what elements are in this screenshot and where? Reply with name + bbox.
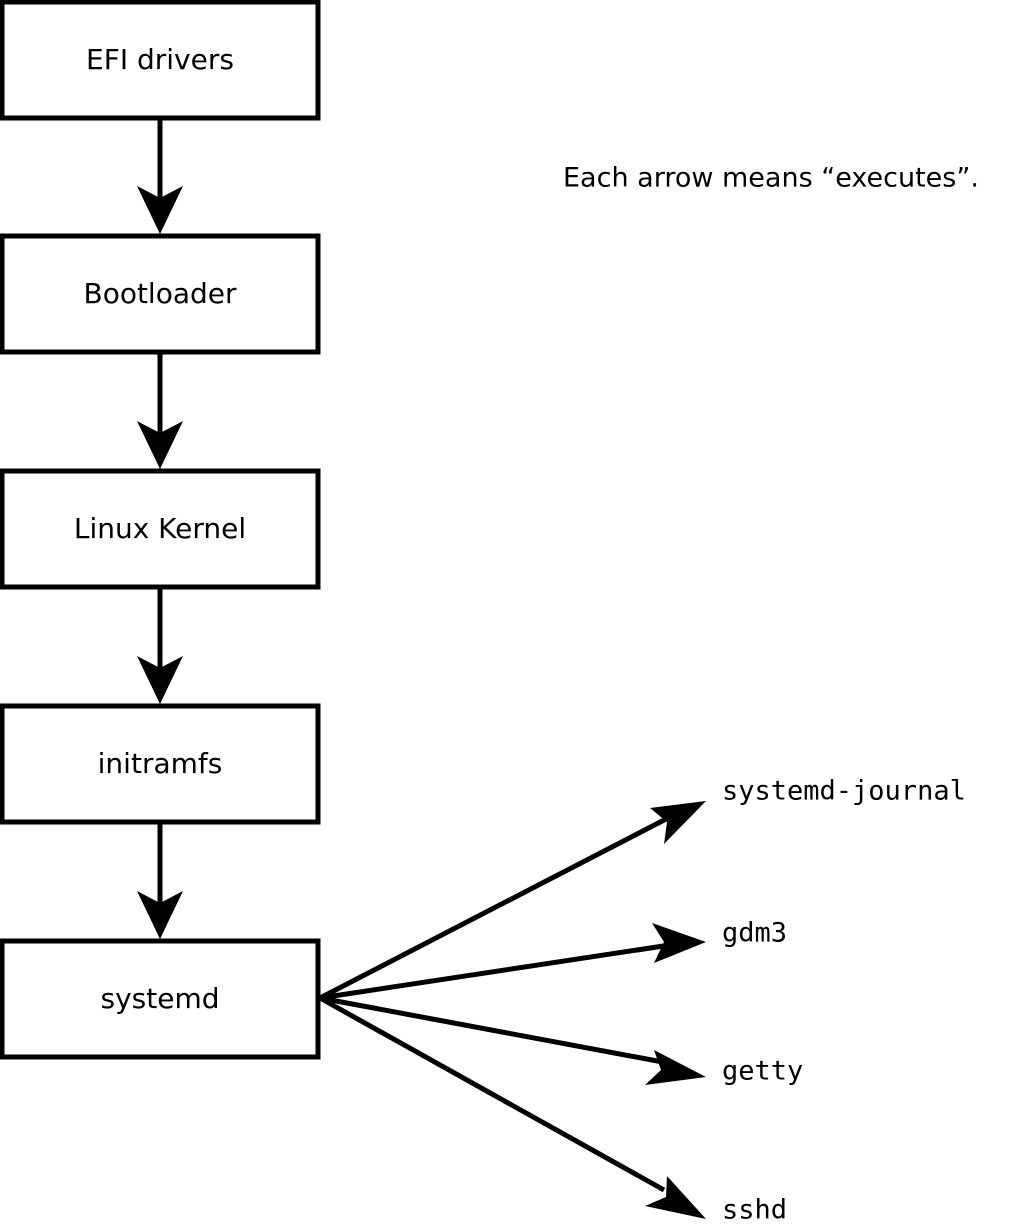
arrow-efi-to-bootloader-head xyxy=(137,186,183,234)
service-label-sshd: sshd xyxy=(722,1195,787,1226)
arrow-kernel-to-initramfs-head xyxy=(137,656,183,704)
arrow-bootloader-to-kernel xyxy=(137,352,183,469)
node-linux-kernel[interactable]: Linux Kernel xyxy=(0,468,321,590)
legend-note: Each arrow means “executes”. xyxy=(563,163,979,194)
chain-arrows-group xyxy=(137,118,183,939)
node-efi-drivers[interactable]: EFI drivers xyxy=(0,0,321,121)
arrow-initramfs-to-systemd xyxy=(137,822,183,939)
arrow-systemd-to-sshd xyxy=(318,995,706,1219)
node-systemd[interactable]: systemd xyxy=(0,938,321,1060)
arrow-systemd-to-getty xyxy=(319,995,706,1085)
node-bootloader-label: Bootloader xyxy=(83,277,237,310)
node-linux-kernel-label: Linux Kernel xyxy=(74,512,246,545)
node-bootloader-rect[interactable] xyxy=(0,233,321,355)
service-arrows-group xyxy=(318,801,706,1219)
boot-chain-group: EFI drivers Bootloader Linux Kernel init… xyxy=(0,0,321,1060)
arrow-systemd-to-systemd-journal xyxy=(318,801,706,1001)
node-efi-drivers-label: EFI drivers xyxy=(86,43,234,76)
arrow-kernel-to-initramfs xyxy=(137,587,183,704)
arrow-systemd-to-sshd-head xyxy=(645,1176,706,1219)
arrow-systemd-to-gdm3-shaft xyxy=(319,942,671,1001)
node-systemd-label: systemd xyxy=(101,982,220,1015)
service-label-getty: getty xyxy=(722,1056,803,1087)
node-systemd-rect[interactable] xyxy=(0,938,321,1060)
node-initramfs[interactable]: initramfs xyxy=(0,703,321,825)
node-bootloader[interactable]: Bootloader xyxy=(0,233,321,355)
arrow-systemd-to-systemd-journal-head xyxy=(650,801,706,844)
service-label-gdm3: gdm3 xyxy=(722,918,787,949)
arrow-systemd-to-gdm3 xyxy=(319,923,706,1001)
arrow-systemd-to-getty-head xyxy=(645,1050,706,1085)
node-initramfs-label: initramfs xyxy=(98,747,223,780)
arrow-systemd-to-sshd-shaft xyxy=(318,995,666,1193)
service-label-systemd-journal: systemd-journal xyxy=(722,776,966,807)
arrow-systemd-to-gdm3-head xyxy=(652,923,706,963)
arrow-efi-to-bootloader xyxy=(137,118,183,234)
node-efi-drivers-rect[interactable] xyxy=(0,0,321,121)
arrow-bootloader-to-kernel-head xyxy=(137,421,183,469)
service-labels-group: systemd-journal gdm3 getty sshd xyxy=(722,776,966,1226)
arrow-systemd-to-getty-shaft xyxy=(319,995,669,1066)
arrow-systemd-to-systemd-journal-shaft xyxy=(318,815,670,1001)
arrow-initramfs-to-systemd-head xyxy=(137,891,183,939)
node-linux-kernel-rect[interactable] xyxy=(0,468,321,590)
